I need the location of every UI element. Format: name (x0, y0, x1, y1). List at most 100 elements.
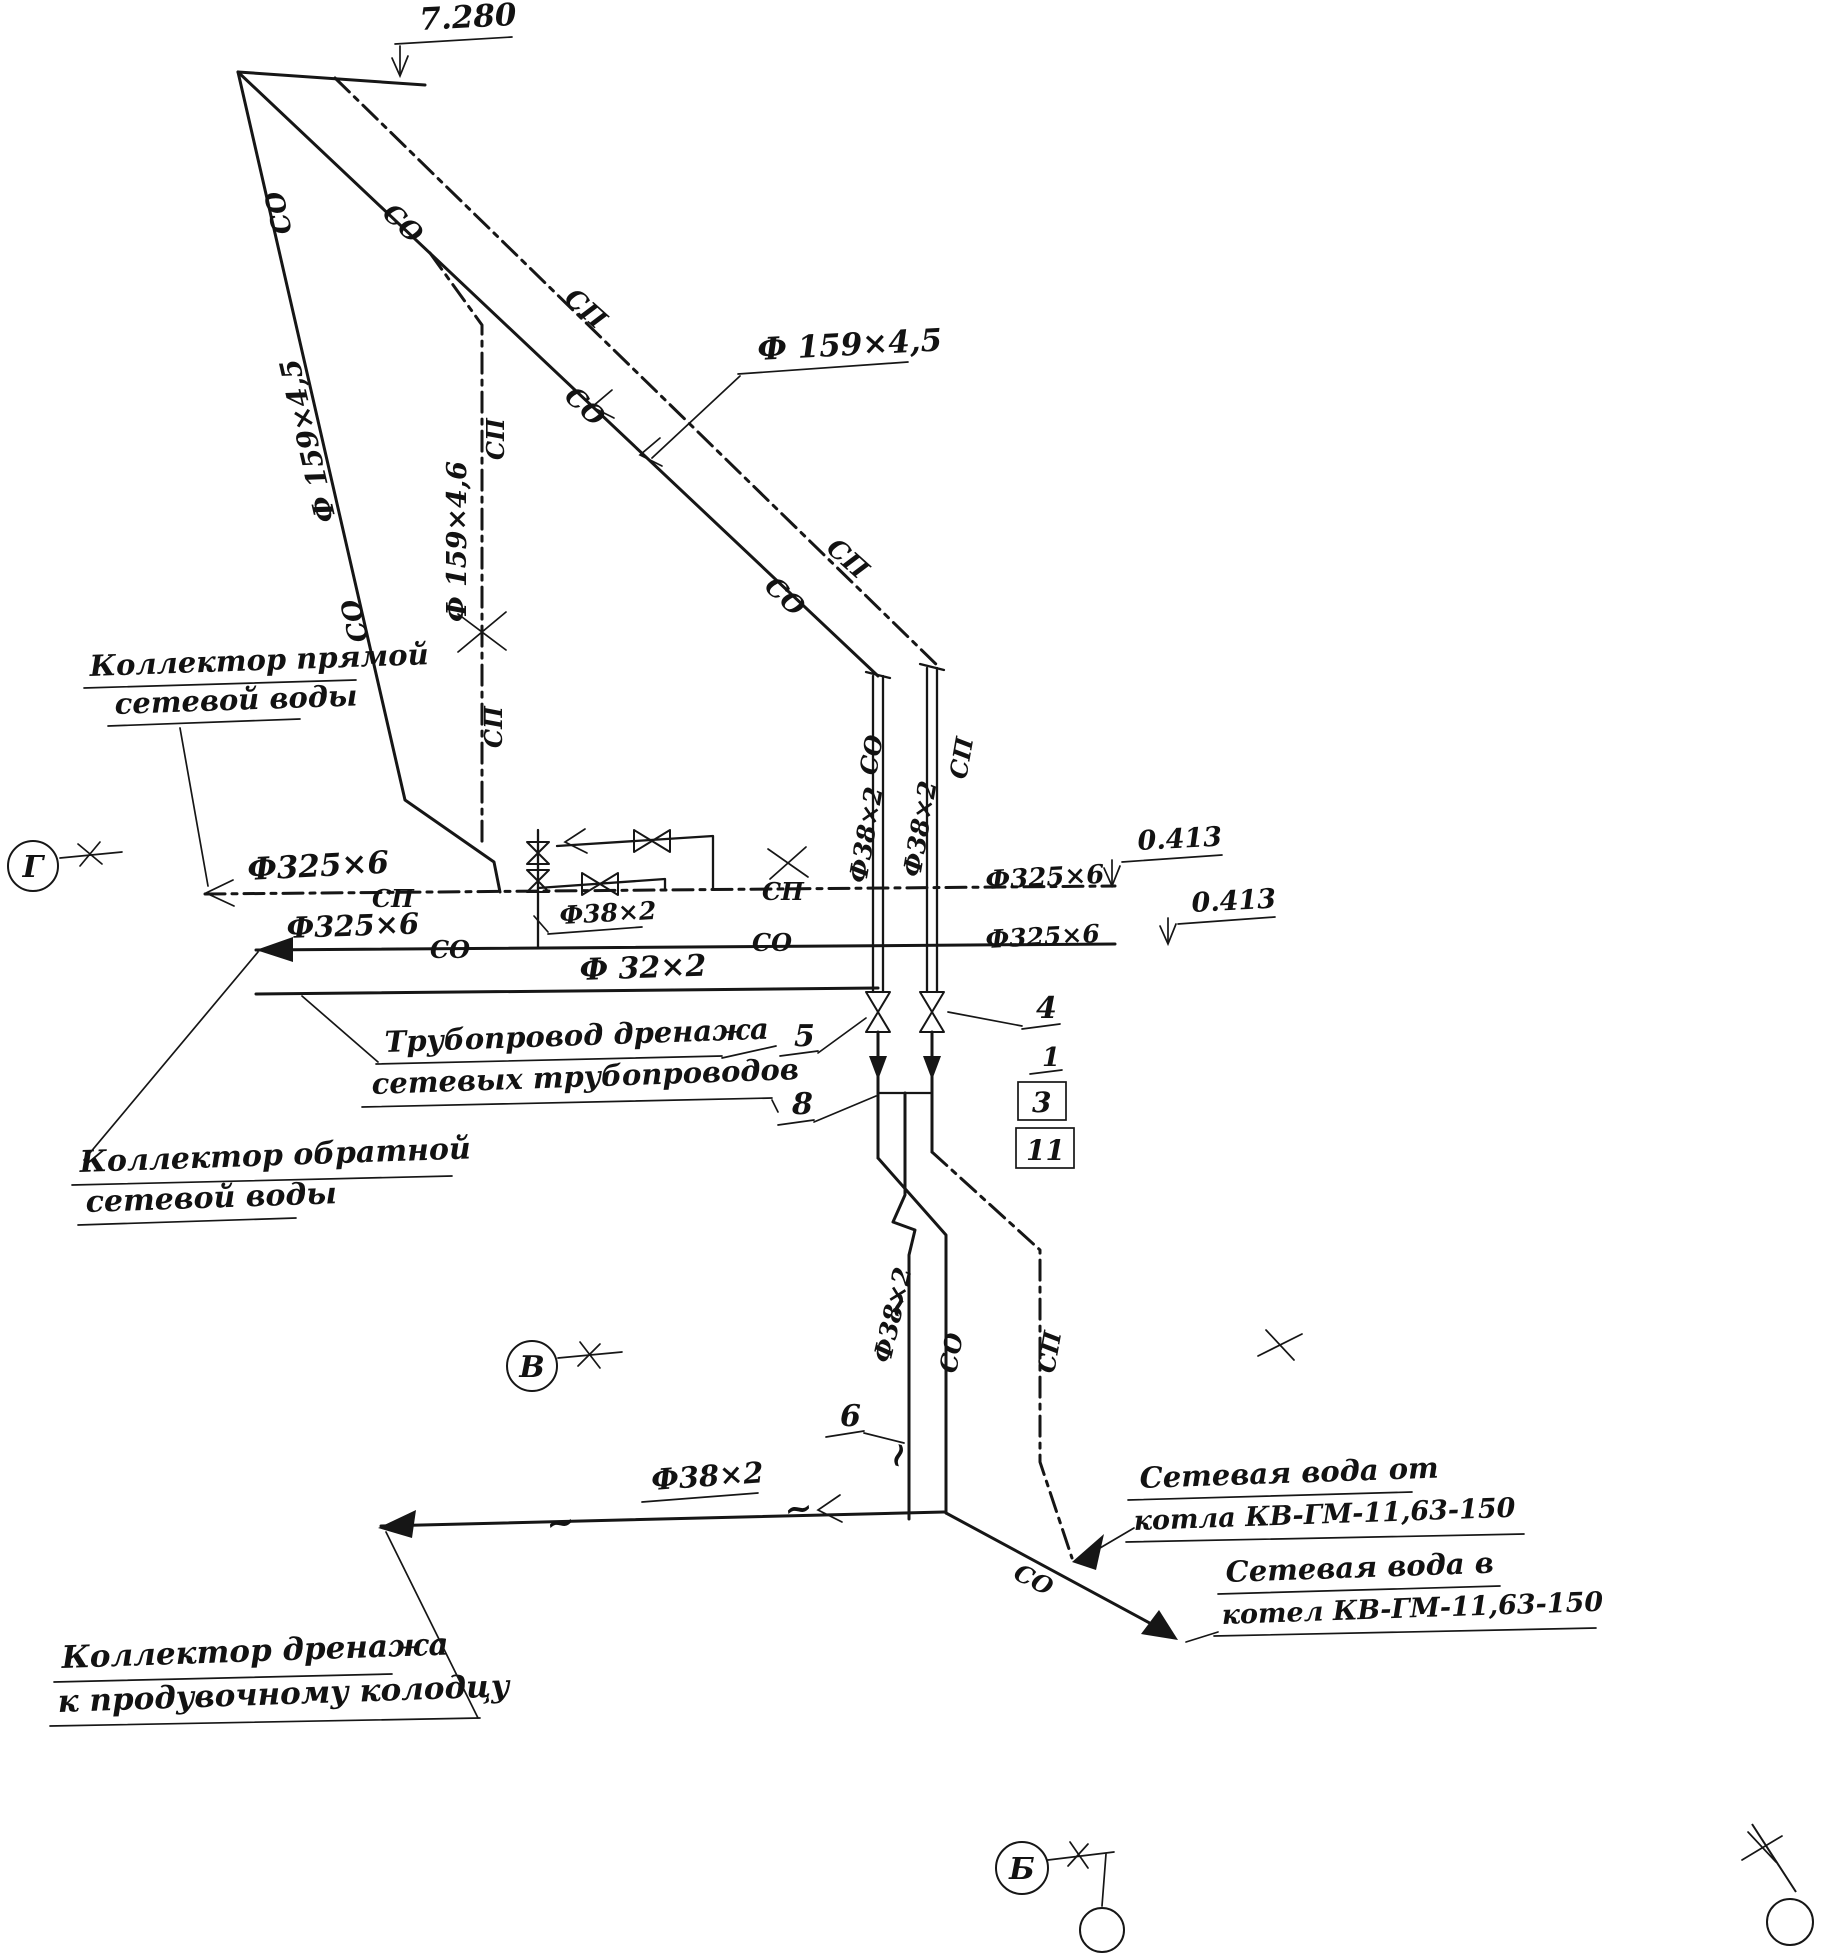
dim-d325: Ф325×6 (247, 845, 390, 888)
return-collector-text-1: Коллектор обратной (78, 1131, 471, 1180)
riser-cap (918, 662, 946, 672)
label-underline (107, 718, 301, 727)
co-mark: СО (558, 381, 610, 433)
valve-icon (581, 872, 619, 896)
open-arrow-icon (204, 879, 235, 907)
flow-chevron-icon (590, 389, 615, 419)
co-mark: СО (758, 571, 810, 623)
drain-pipe-text-1: Трубопровод дренажа (384, 1012, 769, 1059)
dim-d38: Ф38×2 (559, 896, 657, 930)
riser-cap (864, 670, 892, 680)
cp-mark: СП (481, 417, 510, 460)
callout-underline (1029, 1069, 1063, 1075)
valve-icon (633, 829, 671, 853)
elevation-mid-value: 0.413 (1137, 822, 1223, 857)
section-cross (1265, 1329, 1295, 1361)
drain-header: Ф 32×2 (254, 949, 880, 996)
co-mark: СО (260, 188, 299, 237)
elevation-top-underline (394, 36, 513, 45)
from-boiler-text-1: Сетевая вода от (1139, 1451, 1439, 1495)
to-boiler-connection: СО Сетевая вода в котел КВ-ГМ-11,63-150 (944, 1511, 1604, 1643)
section-letter-g: Г (22, 850, 46, 885)
section-cross (577, 1343, 601, 1367)
label-leader (1099, 1527, 1135, 1549)
co-mark: СО (1009, 1558, 1058, 1602)
callout-4: 4 (1036, 991, 1057, 1026)
diagonal-co-pipe (236, 70, 880, 678)
dim-d325: Ф325×6 (985, 860, 1105, 896)
elevation-top-mark: 7.280 (391, 0, 518, 79)
co-mark: СО (376, 198, 428, 250)
label-leader (83, 951, 259, 1161)
co-mark: СО (752, 928, 792, 957)
label-underline (361, 1097, 773, 1108)
section-letter-b: Б (1008, 1852, 1035, 1887)
section-mark-g: Г (7, 840, 123, 892)
flow-arrow-down-icon (869, 1056, 887, 1080)
steep-co-pipe (236, 70, 502, 894)
flow-chevron-icon (563, 828, 588, 854)
dim-d325: Ф325×6 (286, 906, 420, 945)
callout-underline (825, 1430, 865, 1438)
cp-mark: СП (820, 533, 875, 587)
callout-3: 3 (1032, 1086, 1051, 1119)
cp-mark: СП (1031, 1328, 1067, 1375)
valve-icon (919, 991, 945, 1033)
valve-assembly: Ф38×2 (526, 828, 715, 950)
elevation-underline (1177, 916, 1276, 925)
section-cross (1067, 1843, 1089, 1867)
filled-arrow-icon (256, 937, 293, 962)
callout-underline (1021, 1023, 1061, 1030)
co-mark: СО (933, 1331, 969, 1376)
cp-mark: СП (943, 734, 979, 781)
co-collector: Ф325×6 СО СО Ф325×6 0.413 (254, 884, 1277, 964)
apex-bar-pipe (236, 70, 427, 87)
callout-1: 1 (1042, 1043, 1060, 1073)
cp-collector: Ф325×6 СП СП Ф325×6 0.413 (203, 822, 1223, 913)
label-underline (1217, 1585, 1501, 1595)
callout-underline (777, 1119, 815, 1126)
label-underline (1127, 1491, 1413, 1501)
callout-underline (779, 1050, 819, 1057)
cp-mark: СП (479, 705, 508, 748)
flow-arrow-down-icon (923, 1056, 941, 1080)
bottom-drain-pipe (379, 1510, 946, 1528)
d159-top-label: Ф 159×4,5 (651, 322, 943, 459)
dim-leader (651, 375, 741, 459)
section-mark-b: Б (995, 1841, 1125, 1953)
elevation-underline (1121, 854, 1223, 863)
label-underline (49, 1717, 481, 1727)
elevation-arrow-icon (1159, 923, 1177, 947)
supply-diagonals: СО СО СО СП СП (236, 70, 942, 678)
cp-mark: СП (558, 283, 613, 337)
section-circle (995, 1841, 1049, 1895)
label-leader (1185, 1631, 1219, 1643)
valve-icon (526, 869, 550, 893)
filled-arrow-icon (378, 1510, 416, 1538)
label-leader (301, 995, 379, 1063)
valve-icon (526, 841, 550, 865)
label-underline (83, 679, 357, 689)
section-cross (79, 841, 101, 867)
callout-box (1017, 1081, 1067, 1121)
to-boiler-text-1: Сетевая вода в (1225, 1546, 1494, 1589)
callouts: 5 4 8 1 3 11 6 (777, 991, 1075, 1444)
pipe-cross-tick (769, 846, 807, 880)
from-boiler-text-2: котла КВ-ГМ-11,63-150 (1133, 1493, 1516, 1537)
tilde-mark: ~ (782, 1487, 816, 1531)
vertical-cp-branch: СП Ф 159×4,6 СП (428, 251, 510, 847)
hatched-arrow-icon (1072, 1534, 1104, 1570)
label-underline (53, 1673, 393, 1683)
flow-chevron-icon (638, 437, 663, 467)
callout-leader (863, 1432, 905, 1444)
drain-pipe-text-2: сетевых трубопроводов (371, 1052, 799, 1101)
dim-d159-46: Ф 159×4,6 (442, 461, 473, 622)
section-link (1101, 1853, 1107, 1907)
diagonal-cp-pipe (333, 76, 942, 670)
cp-lower-pipe (930, 1150, 1074, 1560)
bottom-drain-line: Ф38×2 ~ ~ (378, 1455, 946, 1545)
dim-underline (641, 1492, 759, 1503)
cp-collector-pipe (203, 884, 1117, 896)
label-leader (385, 1531, 479, 1719)
